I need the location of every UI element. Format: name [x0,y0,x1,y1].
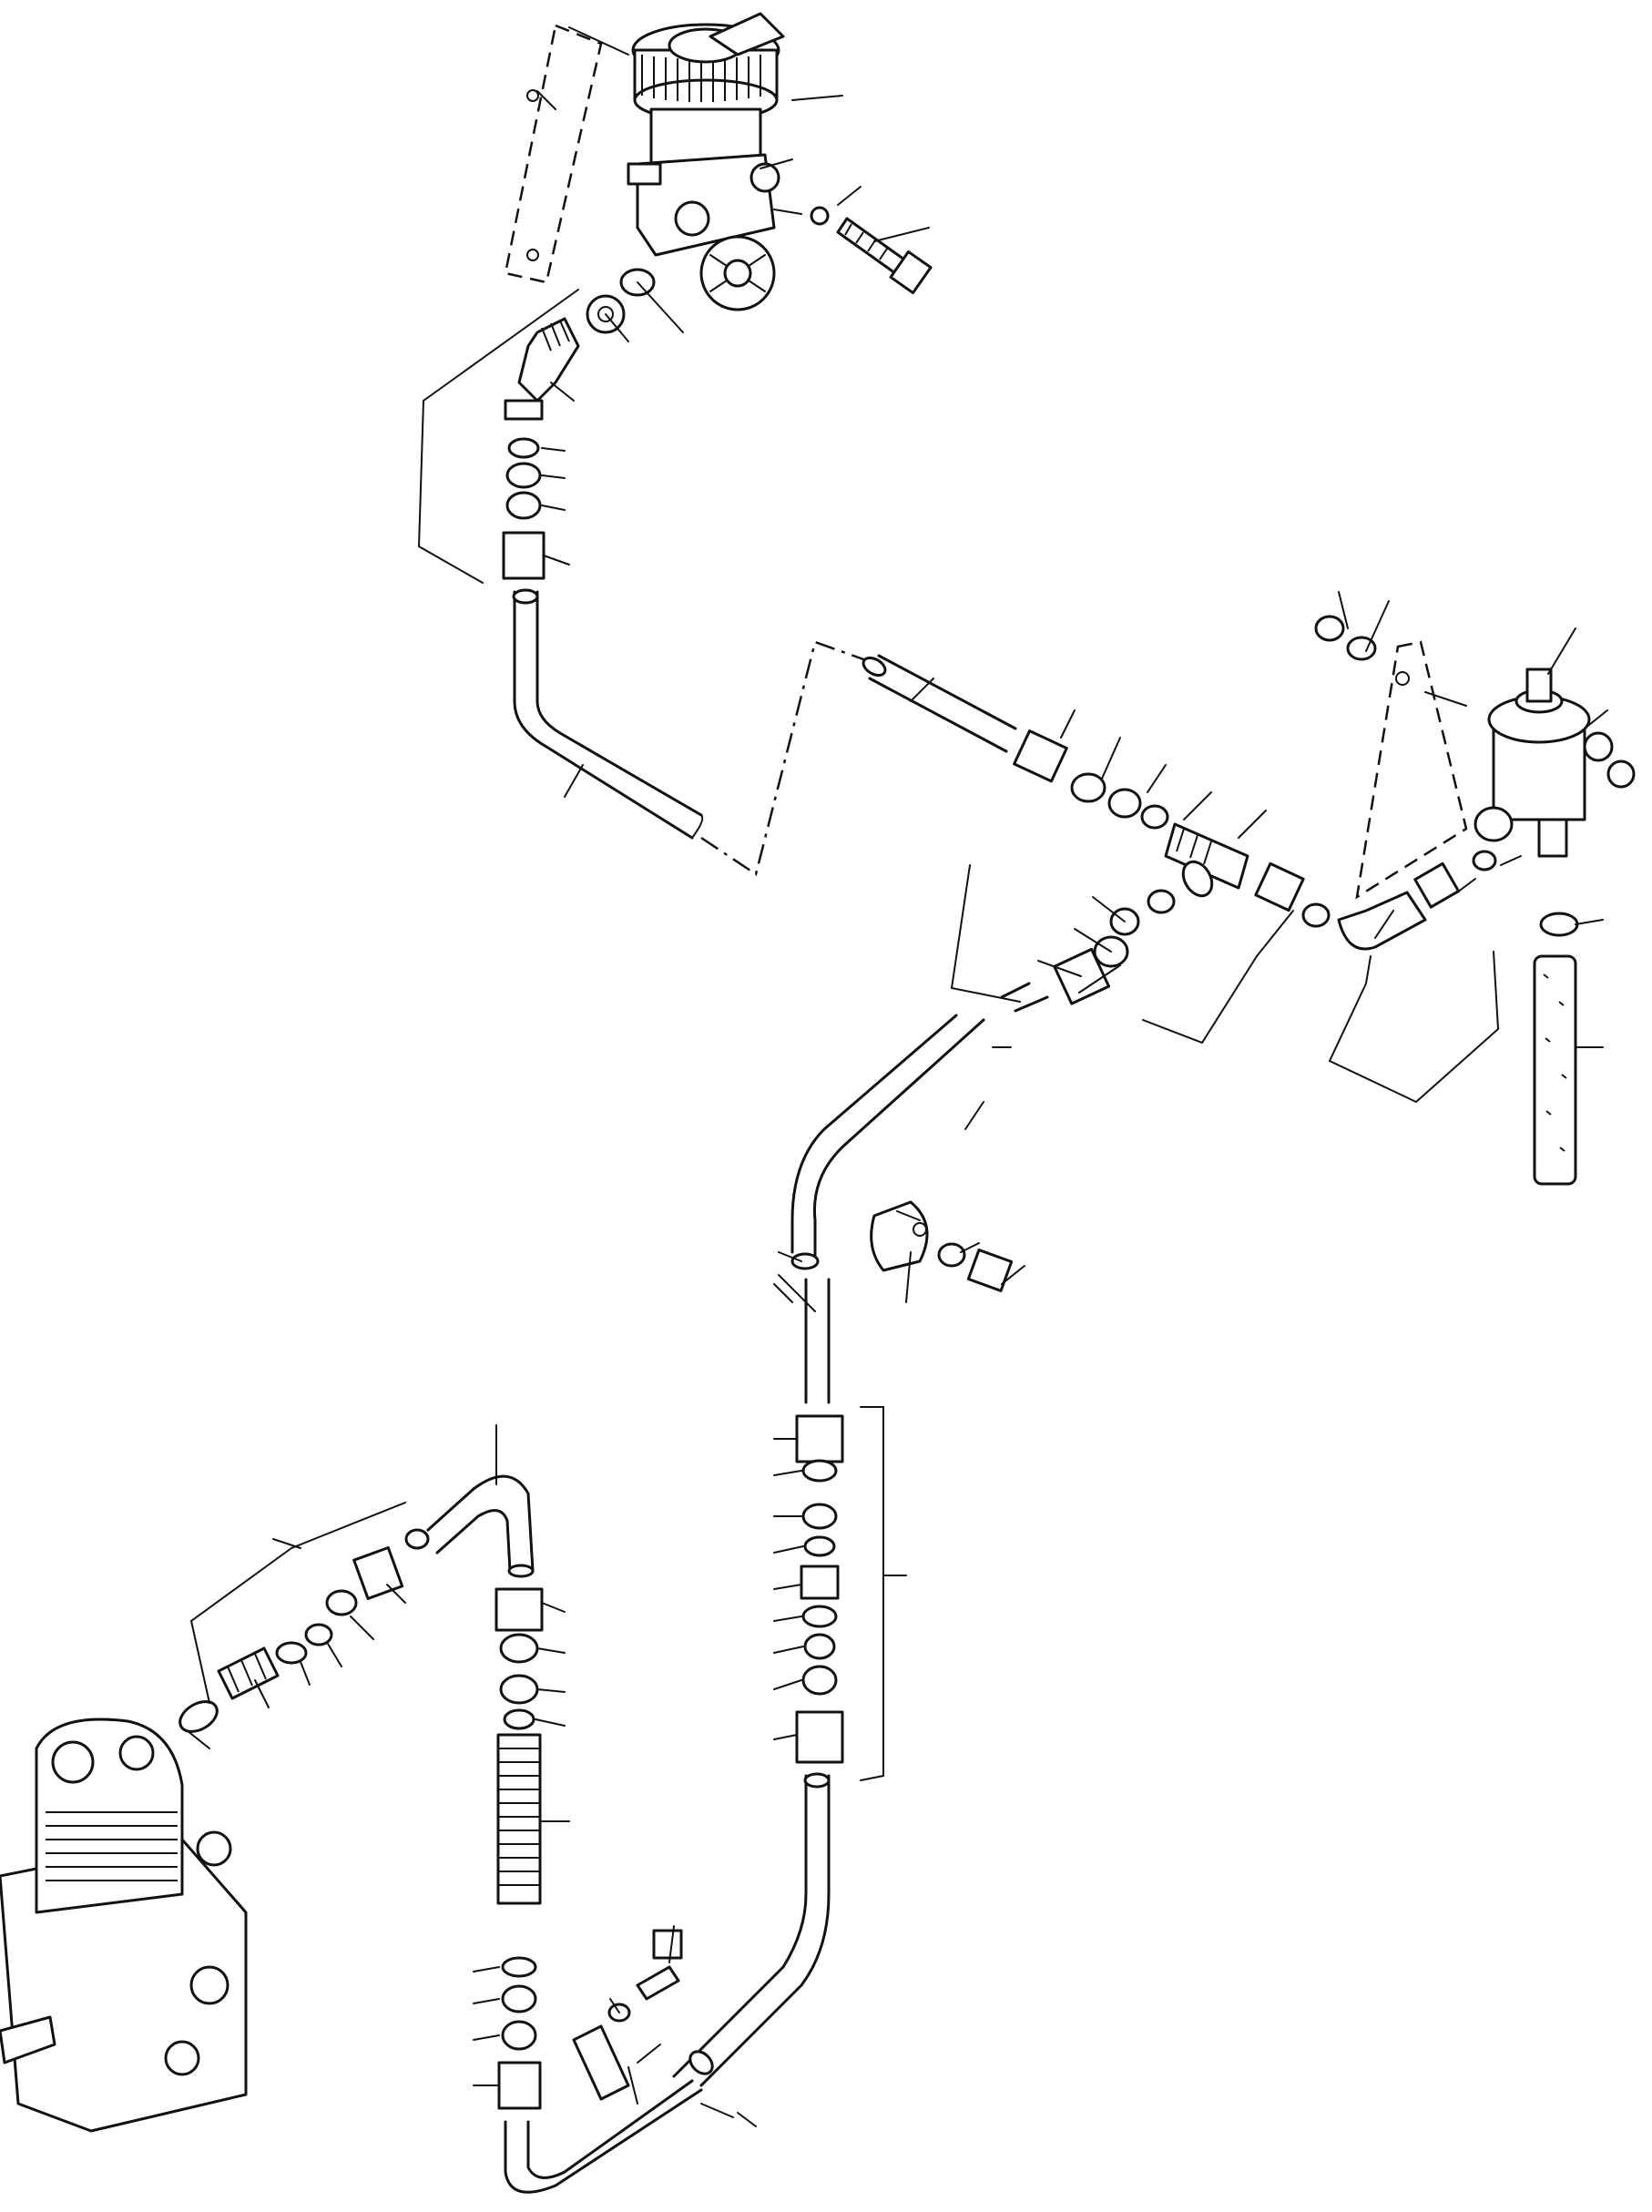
clamp-middle [870,1200,1014,1292]
compressor [0,1718,248,2133]
filter-unit [627,12,785,311]
hose-right [1533,912,1579,1186]
pipe-upper-mid [862,654,1017,753]
filter-bracket [504,24,603,284]
pipe-middle [790,982,1049,1404]
valve-unit [1314,615,1636,858]
pipe-left-bend [426,1474,535,1578]
fittings-left [178,1528,430,1733]
pipe-continuation-line [700,640,880,877]
fittings-center [1013,729,1497,1005]
pipe-upper-left [512,588,704,840]
fittings-upper-left [502,268,656,580]
fittings-stack-center [672,1414,844,2087]
bolt [810,206,933,295]
hose-left [495,1587,703,2194]
valve-bracket [1355,640,1468,900]
leader-lines [186,26,1608,2127]
clamp-bottom [572,1929,714,2105]
